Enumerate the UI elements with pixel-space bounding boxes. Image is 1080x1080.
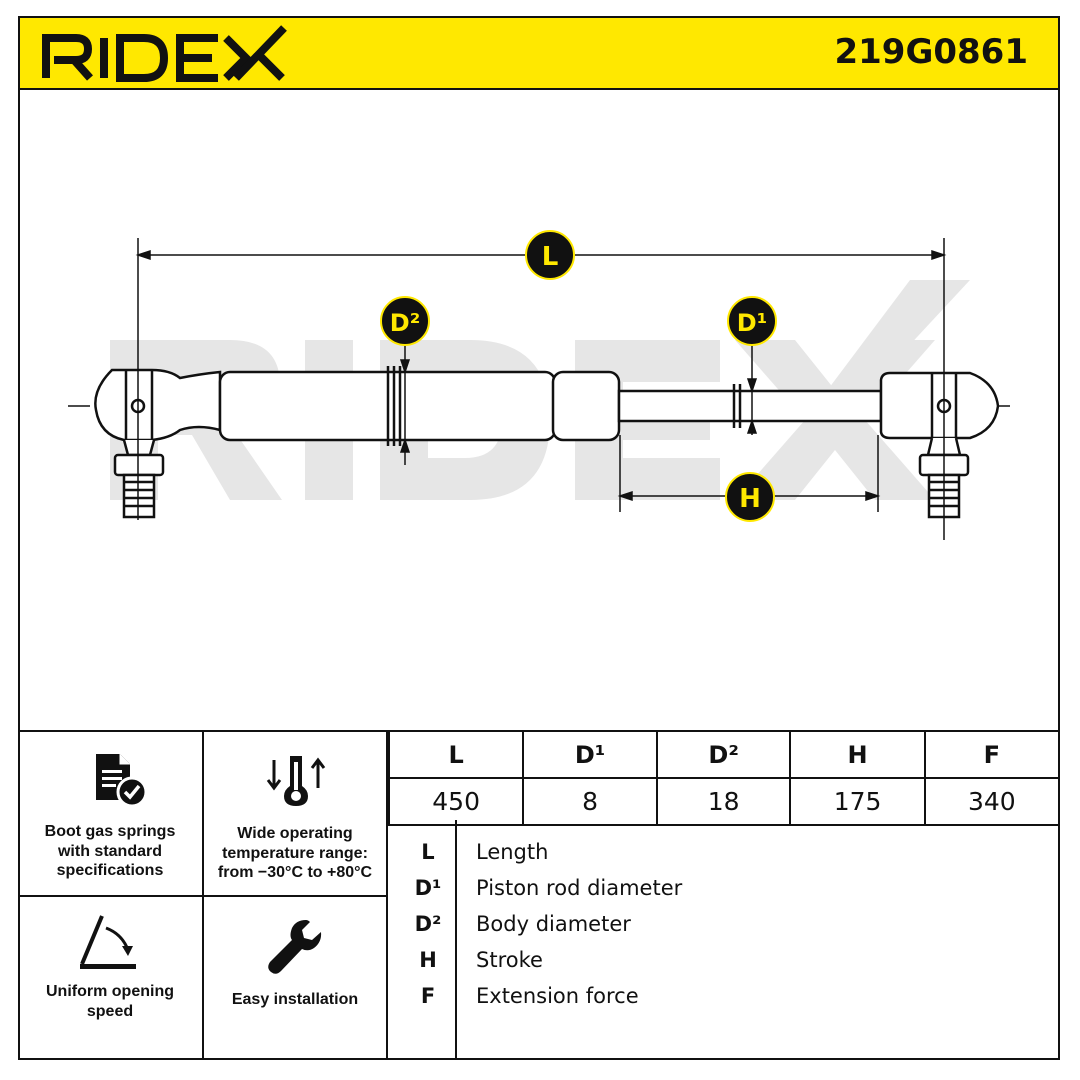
- feature-easy-installation: Easy installation: [231, 991, 359, 1008]
- legend-desc: Stroke: [476, 948, 543, 972]
- specs-header: L: [387, 730, 525, 779]
- specs-header: D²: [655, 730, 792, 779]
- feature-uniform-speed: Uniform opening speed: [46, 983, 174, 1020]
- legend-desc: Body diameter: [476, 912, 631, 936]
- gas-spring-diagram: L D² D¹ H: [68, 230, 1010, 540]
- specs-header-row: L D¹ D² H F: [387, 730, 1061, 779]
- divider: [18, 895, 388, 897]
- legend-key: D¹: [414, 876, 442, 900]
- label-length: L: [542, 242, 559, 272]
- legend-desc: Length: [476, 840, 549, 864]
- legend-desc: Extension force: [476, 984, 639, 1008]
- legend-key: D²: [414, 912, 442, 936]
- legend-key: H: [419, 948, 437, 972]
- piston-rod: [617, 384, 883, 428]
- part-number: 219G0861: [834, 32, 1028, 72]
- specs-table: L D¹ D² H F 450 8 18 175 340: [387, 730, 1061, 826]
- specs-value: 18: [655, 777, 792, 826]
- document-check-icon: [90, 752, 150, 812]
- badge-length: L: [525, 230, 575, 280]
- specs-header: D¹: [522, 730, 658, 779]
- feature-temperature-range: Wide operating temperature range: from −…: [217, 825, 373, 881]
- badge-rod-diameter: D¹: [727, 296, 777, 346]
- specs-value: 340: [923, 777, 1061, 826]
- legend-key: L: [421, 840, 435, 864]
- header-bar: 219G0861: [18, 16, 1060, 90]
- wrench-icon: [266, 918, 324, 980]
- label-stroke: H: [739, 484, 761, 514]
- label-body-diameter: D²: [390, 309, 420, 337]
- opening-angle-icon: [76, 914, 140, 978]
- legend-desc: Piston rod diameter: [476, 876, 683, 900]
- body-tube: [218, 366, 621, 446]
- ridex-logo: [40, 24, 290, 90]
- feature-standard-specs: Boot gas springs with standard specifica…: [44, 823, 176, 879]
- specs-header: H: [789, 730, 926, 779]
- ridex-logo-icon: [42, 25, 287, 82]
- left-end-fitting: [94, 368, 222, 519]
- badge-stroke: H: [725, 472, 775, 522]
- badge-body-diameter: D²: [380, 296, 430, 346]
- gas-spring-drawing: L D² D¹ H: [20, 90, 1060, 730]
- legend-key: F: [420, 984, 436, 1008]
- specs-header: F: [923, 730, 1061, 779]
- bottom-panel: Boot gas springs with standard specifica…: [18, 730, 1061, 1060]
- divider: [455, 820, 457, 1060]
- specs-value: 450: [387, 777, 525, 826]
- thermometer-icon: [264, 752, 328, 812]
- specs-value: 8: [522, 777, 658, 826]
- specs-values-row: 450 8 18 175 340: [387, 777, 1061, 826]
- specs-value: 175: [789, 777, 926, 826]
- label-rod-diameter: D¹: [737, 309, 767, 337]
